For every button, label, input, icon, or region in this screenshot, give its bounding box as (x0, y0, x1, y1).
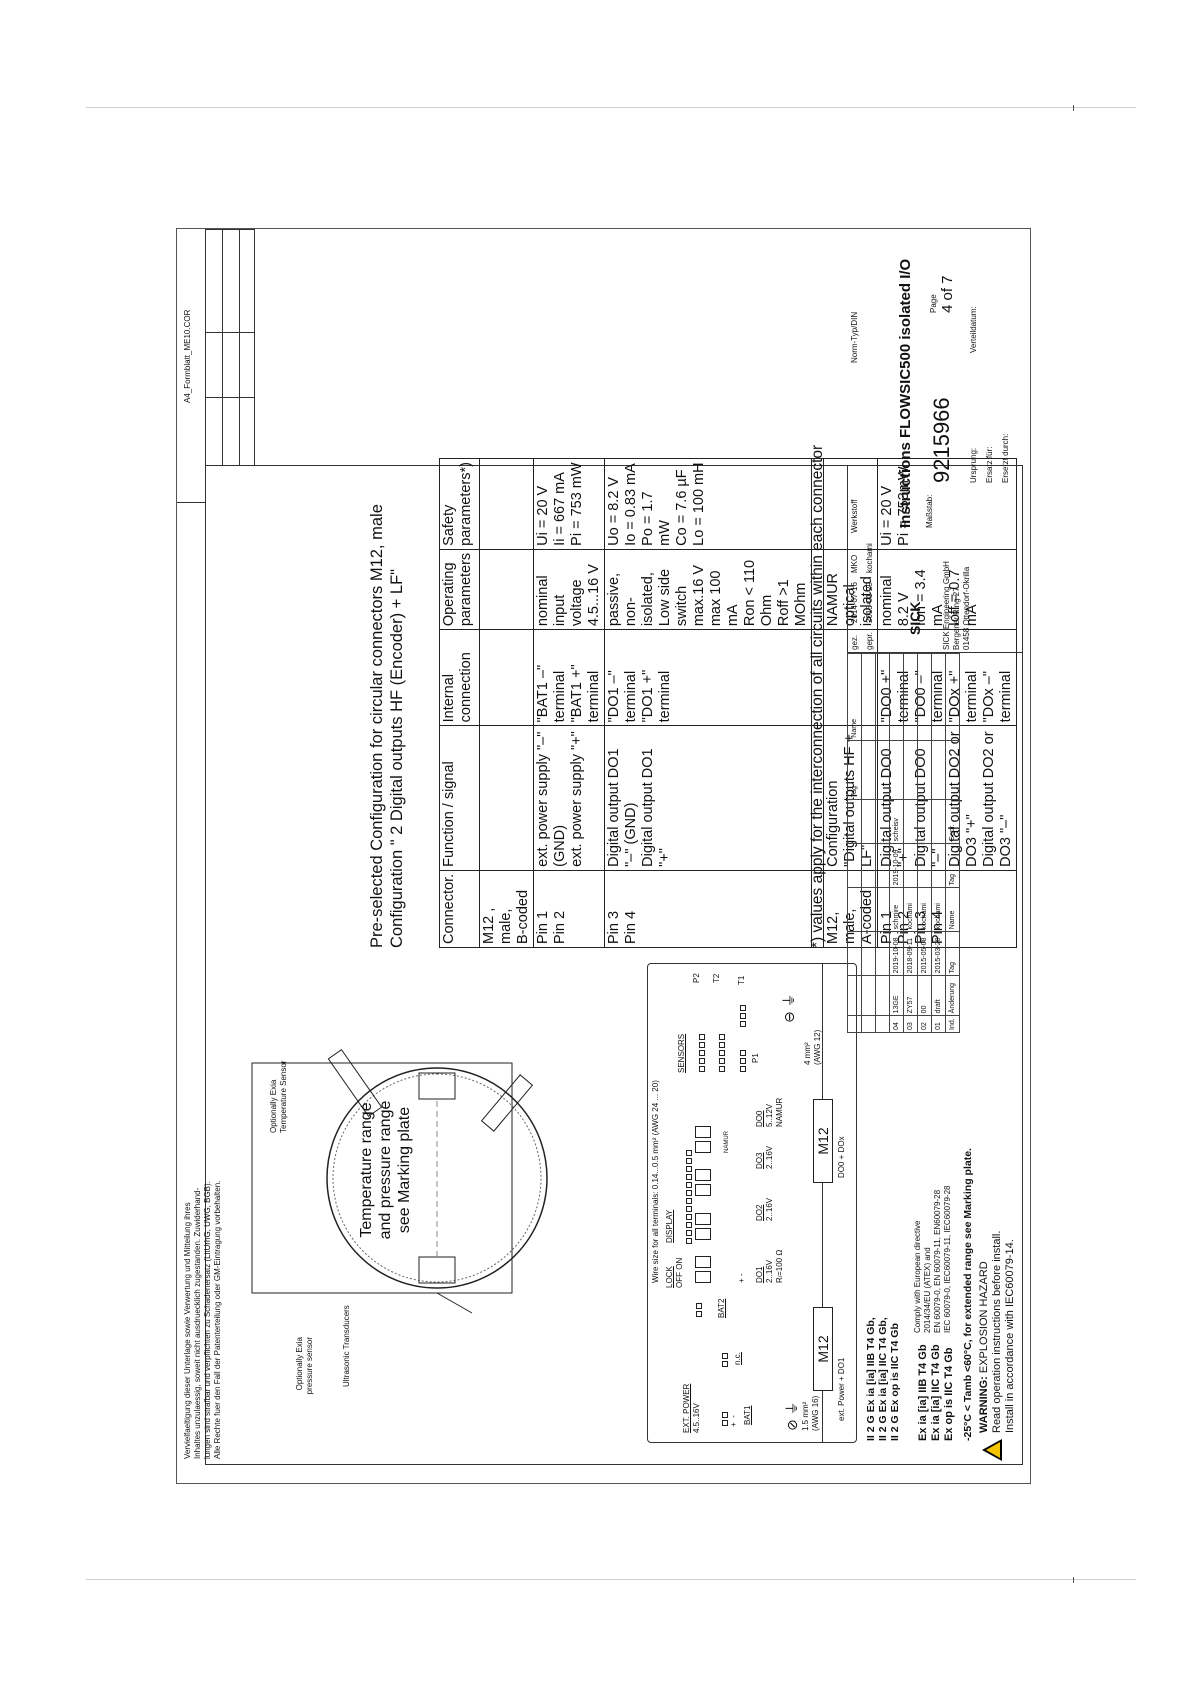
terminal-blocks (695, 1123, 716, 1283)
sensor-t1-connector[interactable] (733, 1004, 751, 1028)
drawing-sheet: A4_Formblatt_ME10.COR Vervielfaeltigung … (176, 228, 1031, 1484)
ground-screw-right-icon: ⊖ ⏚ (781, 993, 797, 1023)
company-address: SICK Engineering GmbH Bergener Ring 27 0… (942, 561, 971, 650)
table-footnote: *) values apply for the interconnection … (809, 444, 826, 948)
temp-sensor-label: Optionally Exia Temperature Sensor (269, 1060, 288, 1133)
ex-codes: Ex ia [ia] IIB T4 Gb Ex ia [ia] IIC T4 G… (917, 1344, 955, 1441)
table-header: Connector. Function / signal Internal co… (439, 458, 480, 948)
wire-size-note: Wire size for all terminals: 0.14...0.5 … (651, 1080, 660, 1283)
footer-rule (86, 1579, 1136, 1580)
bat1-label: BAT1 (743, 1405, 752, 1425)
ext-power-label: EXT. POWER 4.5..16V (682, 1383, 701, 1433)
pipe-diagram (251, 1049, 548, 1314)
ambient-temperature-note: -25°C < Tamb <60°C, for extended range s… (962, 1148, 974, 1441)
m12-right-connector[interactable]: M12 (813, 1099, 833, 1183)
page-indicator: 4 of 7 (939, 275, 956, 313)
legal-notice: Vervielfaeltigung dieser Unterlage sowie… (183, 1180, 222, 1459)
range-note: Temperature range and pressure range see… (358, 1100, 413, 1240)
ex-codes-top: II 2 G Ex ia [ia] IIB T4 Gb, II 2 G Ex i… (865, 1317, 901, 1441)
header-rule (86, 107, 1136, 108)
sensors-label: SENSORS (677, 1033, 686, 1073)
bat2-label: BAT2 (717, 1298, 726, 1318)
m12-left-caption: ext. Power + DO1 (837, 1357, 846, 1421)
m12-right-caption: DO0 + DOx (837, 1136, 846, 1178)
transducers-label: Ultrasonic Transducers (342, 1305, 351, 1387)
nc-terminal (715, 1352, 733, 1368)
pressure-sensor-label: Optionally Exia pressure sensor (295, 1337, 314, 1395)
gnd-right-spec: 4 mm² (AWG 12) (803, 1029, 822, 1065)
table-row: M12 , male,B-coded (479, 458, 534, 948)
sick-logo: SICK (907, 601, 923, 635)
explosion-warning: WARNING: EXPLOSION HAZARD Read operation… (978, 1230, 1016, 1433)
do3-label: DO3 2..16V (755, 1145, 774, 1169)
bat2-terminal[interactable] (689, 1302, 707, 1318)
document-number: 9215966 (929, 397, 954, 483)
display-label: DISPLAY (665, 1209, 674, 1243)
header-tick (1073, 105, 1074, 111)
warning-icon (982, 1439, 1002, 1461)
do0-label: DO0 5..12V NAMUR (755, 1097, 784, 1127)
footer-tick (1073, 1577, 1074, 1583)
m12-left-connector[interactable]: M12 (813, 1307, 833, 1391)
sensor-p1-connector[interactable] (733, 1049, 751, 1073)
ground-screw-icon: ⊘ ⏚ (784, 1401, 800, 1431)
nc-label: n.c. (733, 1352, 742, 1365)
configuration-title: Pre-selected Configuration for circular … (368, 504, 406, 948)
namur-switch: NAMUR (724, 1131, 730, 1153)
do1-label: DO1 2..16V Rₗ=100 Ω (755, 1249, 784, 1283)
document-title: Instructions FLOWSIC500 isolated I/O (897, 258, 914, 528)
form-id: A4_Formblatt_ME10.COR (183, 309, 192, 403)
lock-switch[interactable]: LOCK OFF ON (665, 1257, 684, 1288)
do2-label: DO2 2..16V (755, 1197, 774, 1221)
gnd-left-spec: 1.5 mm² (AWG 16) (801, 1395, 820, 1431)
directive-compliance: Comply with European directive 2014/34/E… (913, 1185, 952, 1333)
revision-cells (205, 229, 255, 465)
sensor-t2-connector[interactable] (712, 1033, 730, 1073)
sensor-p2-connector[interactable] (692, 1033, 710, 1073)
drawing-content: A4_Formblatt_ME10.COR Vervielfaeltigung … (177, 229, 1030, 1483)
